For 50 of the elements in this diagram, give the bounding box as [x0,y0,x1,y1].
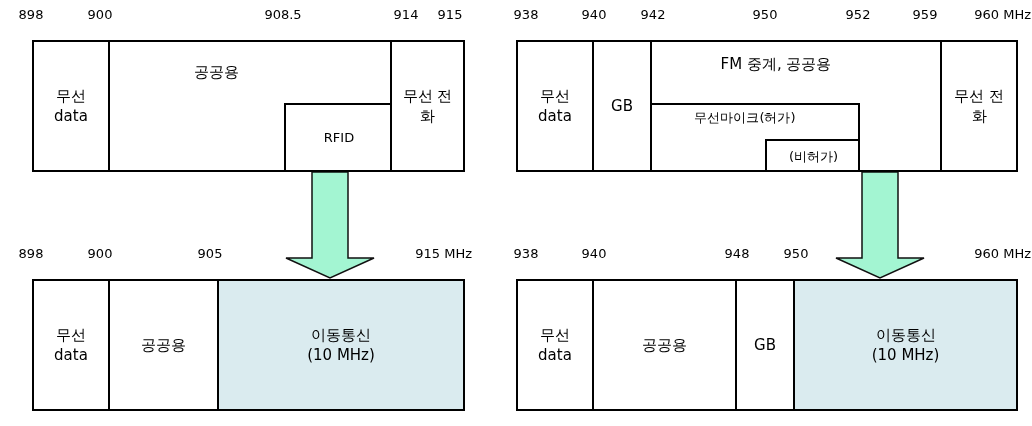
band-label: 공공용 [193,62,239,83]
band-label: 무선 data [53,324,89,366]
band-label: FM 중계, 공공용 [720,54,832,75]
band-label: (비허가) [788,147,839,166]
frequency-label: 898 [18,247,44,260]
band-label: 무선 전화 [953,85,1005,127]
frequency-label: 959 [912,8,938,21]
band-label: RFID [323,128,355,147]
frequency-label: 915 MHz [415,247,472,260]
frequency-label: 940 [581,247,607,260]
band-label: 무선 data [537,324,573,366]
band-segment [793,281,1016,409]
frequency-label: 938 [513,247,539,260]
band-segment [765,139,860,172]
frequency-label: 948 [724,247,750,260]
band-bar [32,279,465,411]
frequency-label: 900 [87,8,113,21]
band-bar [32,40,465,172]
frequency-label: 900 [87,247,113,260]
frequency-label: 908.5 [264,8,302,21]
band-label: 무선마이크(허가) [694,109,796,127]
band-bar [516,40,1018,172]
band-label: 무선 data [537,85,573,127]
band-label: GB [611,95,633,117]
frequency-label: 898 [18,8,44,21]
band-segment [217,281,463,409]
frequency-label: 942 [640,8,666,21]
frequency-label: 950 [752,8,778,21]
frequency-label: 960 MHz [974,247,1031,260]
band-segment [284,103,392,170]
band-label: 공공용 [642,334,687,356]
band-label: 이동통신 (10 MHz) [870,324,941,366]
band-bar [516,279,1018,411]
band-segment [108,42,392,170]
frequency-label: 940 [581,8,607,21]
frequency-label: 952 [845,8,871,21]
frequency-label: 905 [197,247,223,260]
band-label: 무선 전화 [402,85,453,127]
band-label: 무선 data [53,85,89,127]
frequency-label: 915 [437,8,463,21]
band-label: 이동통신 (10 MHz) [306,324,376,366]
band-label: 공공용 [141,334,186,356]
down-arrow [835,171,925,279]
frequency-label: 914 [393,8,419,21]
band-segment [652,103,860,170]
band-label: GB [754,334,776,356]
down-arrow [285,171,375,279]
frequency-label: 938 [513,8,539,21]
frequency-label: 960 MHz [974,8,1031,21]
frequency-label: 950 [783,247,809,260]
